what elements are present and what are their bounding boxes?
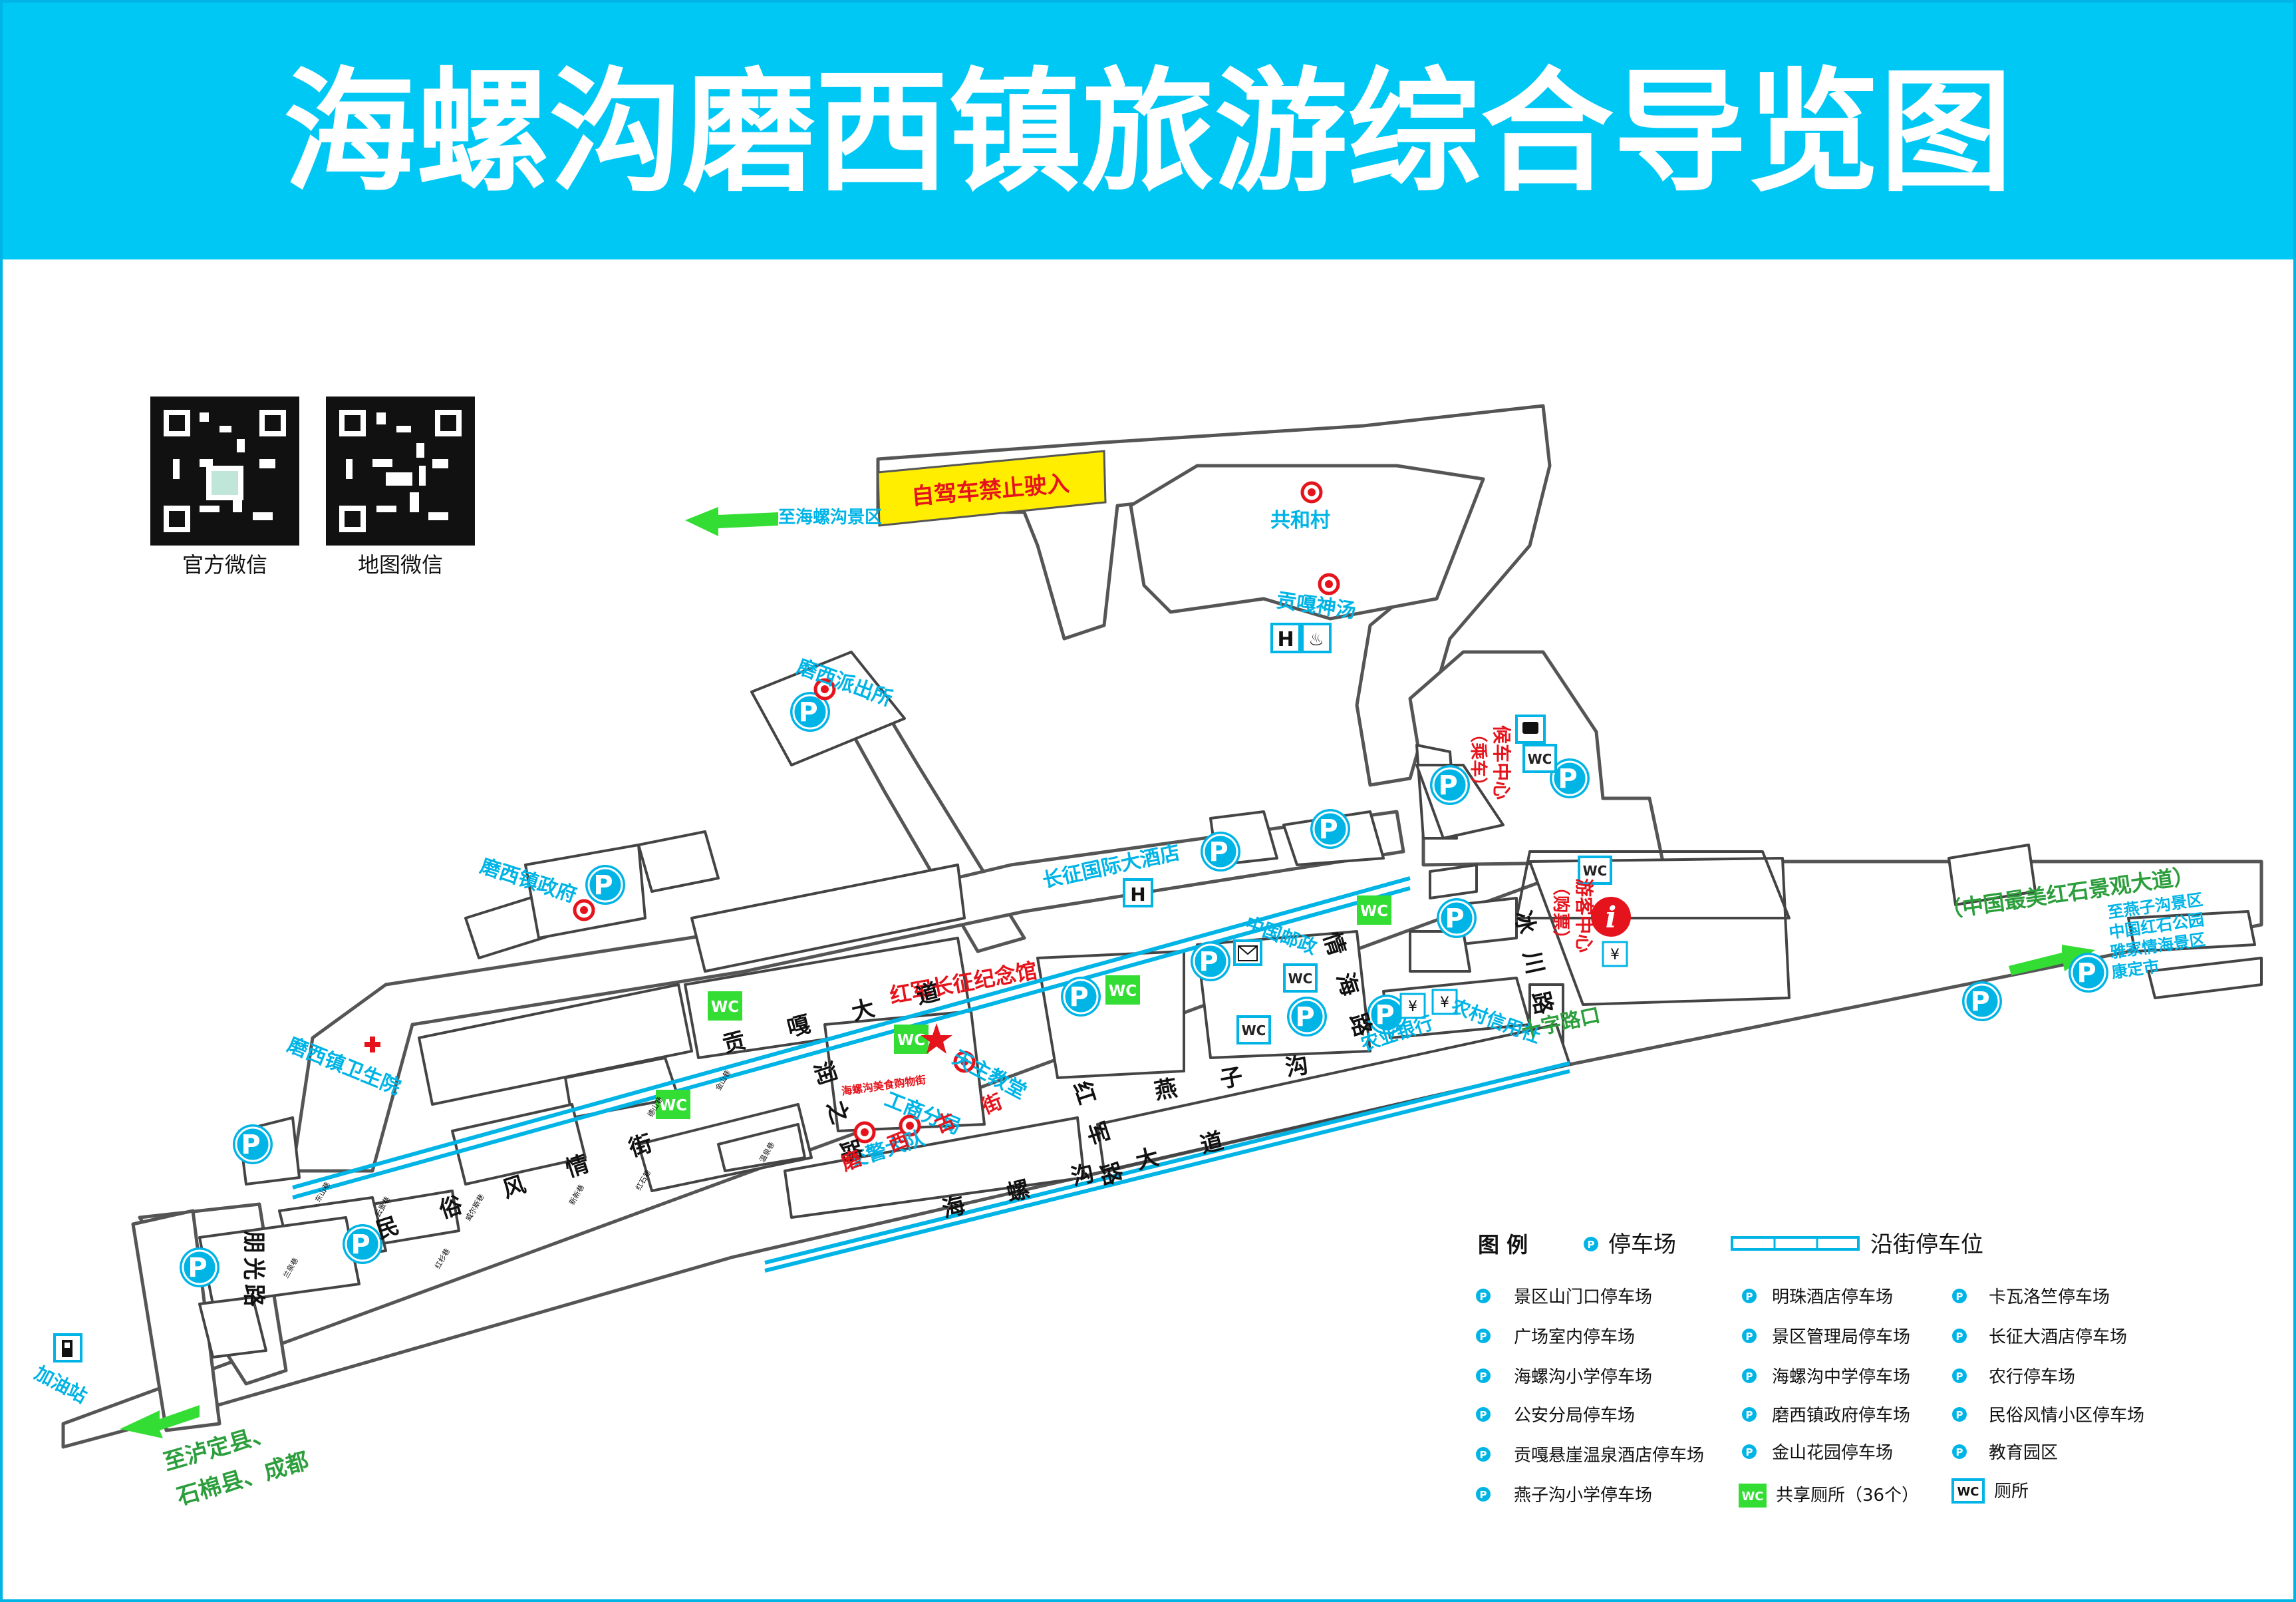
legend-item: 贡嘎悬崖温泉酒店停车场 <box>1514 1446 1704 1466</box>
bus-icon <box>1515 715 1546 744</box>
label-visitor-center-2: （购票） <box>1550 878 1570 947</box>
parking-icon[interactable] <box>1309 808 1352 850</box>
parking-icon[interactable] <box>1060 975 1102 1018</box>
legend-toilet: 厕所 <box>1994 1482 2029 1502</box>
legend-toilet-swatch: WC <box>1951 1478 1985 1504</box>
poi-dot-icon <box>575 901 593 919</box>
parking-icon[interactable] <box>584 864 627 906</box>
toilet-icon[interactable] <box>1522 744 1557 773</box>
label-bus-center-2: （乘车） <box>1468 725 1489 794</box>
svg-text:¥: ¥ <box>1408 999 1417 1015</box>
legend-street-parking-swatch <box>1731 1236 1860 1251</box>
svg-text:♨: ♨ <box>1308 630 1324 650</box>
qr-official-label: 官方微信 <box>182 552 267 577</box>
legend-item: 卡瓦洛竺停车场 <box>1989 1287 2110 1307</box>
legend: 图 例 停车场 沿街停车位 景区山门口停车场 明珠酒店停车场 卡瓦洛竺停车场 广… <box>1476 1231 2144 1508</box>
svg-text:¥: ¥ <box>1440 995 1449 1011</box>
label-gas-station: 加油站 <box>31 1362 91 1408</box>
qr-official[interactable] <box>150 397 299 546</box>
info-icon: i ¥ <box>1591 897 1631 967</box>
legend-item: 海螺沟中学停车场 <box>1772 1367 1910 1387</box>
legend-shared-toilet: 共享厕所（36个） <box>1776 1486 1919 1506</box>
qr-map[interactable] <box>326 397 475 546</box>
post-icon <box>1233 939 1262 966</box>
toilet-icon[interactable] <box>1357 895 1391 925</box>
parking-icon[interactable] <box>178 1246 221 1289</box>
legend-item: 海螺沟小学停车场 <box>1514 1367 1652 1387</box>
parking-icon[interactable] <box>1189 940 1232 983</box>
title-banner <box>0 0 2296 259</box>
toilet-icon[interactable] <box>1283 963 1318 993</box>
toilet-icon[interactable] <box>708 991 742 1021</box>
parking-icon[interactable] <box>1961 980 2003 1023</box>
svg-text:i: i <box>1606 901 1617 935</box>
svg-text:H: H <box>1277 628 1294 651</box>
legend-heading: 图 例 <box>1478 1232 1528 1257</box>
hotspring-icon: ♨ <box>1301 623 1332 653</box>
legend-item: 景区管理局停车场 <box>1772 1327 1910 1347</box>
legend-item: 广场室内停车场 <box>1514 1327 1635 1347</box>
legend-item: 磨西镇政府停车场 <box>1772 1406 1910 1426</box>
toilet-icon[interactable] <box>1105 975 1140 1005</box>
alley-label: 红杉巷 <box>432 1247 452 1271</box>
poi-dot-icon <box>1320 575 1338 593</box>
label-visitor-center-1: 游客中心 <box>1573 878 1595 953</box>
star-icon <box>921 1023 952 1054</box>
legend-parking: 停车场 <box>1608 1231 1676 1258</box>
legend-street-parking: 沿街停车位 <box>1870 1231 1983 1258</box>
red-cross-icon <box>364 1037 380 1052</box>
poi-dot-icon <box>1302 483 1321 502</box>
label-bus-center-1: 候车中心 <box>1491 725 1512 800</box>
legend-wc-outline: WC <box>1957 1485 1979 1499</box>
page-title: 海螺沟磨西镇旅游综合导览图 <box>283 55 2013 210</box>
parking-icon[interactable] <box>1286 995 1328 1038</box>
legend-item: 燕子沟小学停车场 <box>1514 1486 1652 1506</box>
street-parking-lines <box>292 876 1570 1273</box>
legend-wc-green: WC <box>1741 1490 1763 1504</box>
legend-item: 公安分局停车场 <box>1514 1406 1635 1426</box>
legend-item: 明珠酒店停车场 <box>1772 1287 1893 1307</box>
legend-item: 民俗风情小区停车场 <box>1989 1406 2144 1426</box>
legend-item: 教育园区 <box>1989 1443 2058 1463</box>
toilet-icon[interactable] <box>894 1025 929 1054</box>
hotel-icon: H H <box>1123 623 1301 907</box>
qr-map-label: 地图微信 <box>358 552 443 577</box>
svg-text:H: H <box>1130 883 1145 905</box>
direction-to-hailuogou: 至海螺沟景区 <box>778 508 882 528</box>
legend-item: 景区山门口停车场 <box>1514 1287 1652 1307</box>
svg-text:¥: ¥ <box>1610 947 1620 963</box>
fuel-icon <box>53 1333 82 1362</box>
parking-icon[interactable] <box>2067 951 2110 994</box>
legend-item: 农行停车场 <box>1989 1367 2075 1387</box>
parking-icon[interactable] <box>1429 764 1471 806</box>
toilet-icon[interactable] <box>1236 1015 1271 1044</box>
legend-item: 金山花园停车场 <box>1772 1443 1893 1463</box>
alley-label: 新新巷 <box>567 1183 586 1207</box>
legend-shared-toilet-swatch: WC <box>1739 1484 1767 1508</box>
label-gonghe-village: 共和村 <box>1270 509 1330 532</box>
arrow-icon <box>120 507 2095 1438</box>
legend-item: 长征大酒店停车场 <box>1989 1327 2127 1347</box>
parking-icon[interactable] <box>231 1123 274 1166</box>
no-entry-banner: 自驾车禁止驶入 <box>877 450 1107 527</box>
bank-icon: ¥ ¥ <box>1399 989 1458 1019</box>
road-mingguang: 朋光路 <box>240 1231 267 1311</box>
parking-icon[interactable] <box>1199 830 1242 873</box>
parking-icon[interactable] <box>1435 897 1478 939</box>
